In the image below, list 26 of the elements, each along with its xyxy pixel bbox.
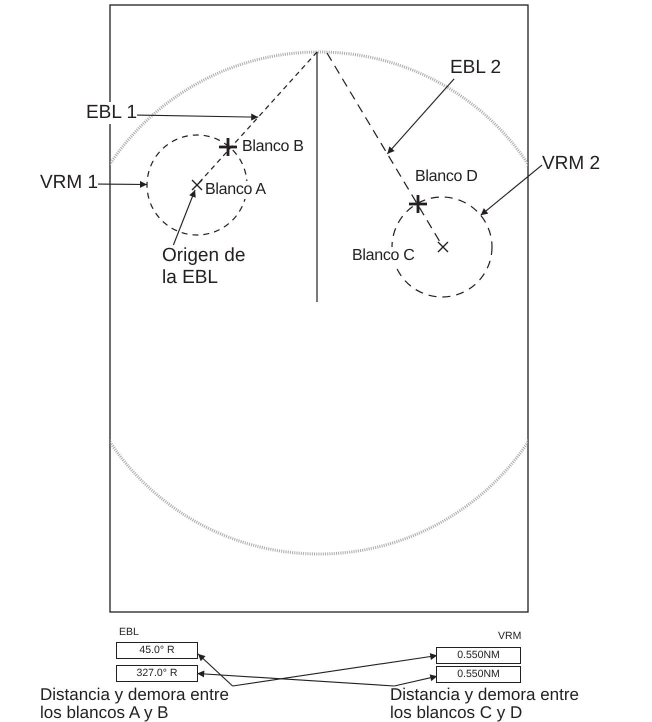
- panel-heading: EBL: [119, 626, 139, 638]
- range-readout: 0.550NM: [436, 647, 521, 664]
- ebl-label: EBL 1: [86, 102, 138, 124]
- callout-text: Distancia y demora entre los blancos A y B: [40, 686, 254, 722]
- target-x-marker: [191, 179, 203, 191]
- range-readout: 0.550NM: [436, 666, 521, 683]
- vrm-label: VRM 2: [542, 153, 600, 175]
- leader-arrow: [137, 114, 258, 121]
- target-label: Blanco B: [242, 138, 304, 156]
- leader-arrow: [98, 180, 147, 188]
- callout-text: Origen de la EBL: [162, 245, 257, 289]
- vrm-label: VRM 1: [40, 172, 98, 194]
- target-label: Blanco A: [205, 181, 266, 200]
- panel-heading: VRM: [498, 630, 522, 642]
- leader-arrow: [232, 653, 438, 687]
- leader-arrow: [198, 654, 233, 686]
- target-label: Blanco C: [352, 247, 415, 266]
- leader-arrow: [197, 670, 394, 687]
- leader-arrow: [480, 164, 542, 216]
- ebl-label: EBL 2: [450, 57, 502, 79]
- target-label: Blanco D: [415, 168, 478, 186]
- bearing-readout: 327.0° R: [116, 665, 198, 682]
- callout-text: Distancia y demora entre los blancos C y D: [390, 686, 604, 722]
- leader-arrow: [394, 674, 438, 687]
- bearing-readout: 45.0° R: [116, 642, 198, 659]
- leader-arrow: [386, 78, 454, 154]
